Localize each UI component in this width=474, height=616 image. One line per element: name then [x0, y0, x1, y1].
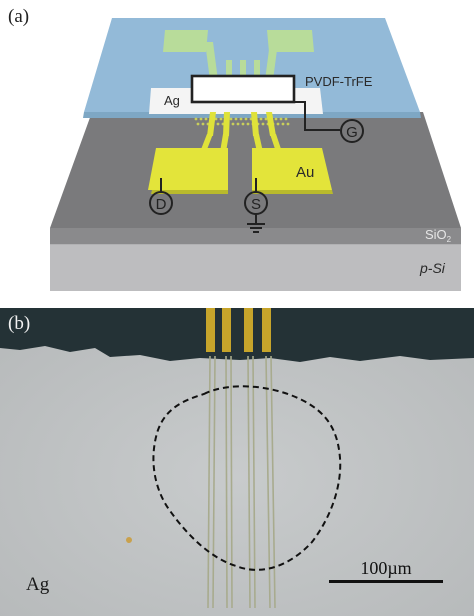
au-finger-1: [207, 112, 216, 136]
dashed-region-outline: [152, 385, 342, 571]
ground-symbol: [247, 214, 265, 233]
gate-wire: [294, 101, 340, 131]
device-schematic-panel: (a) PVDF-TrFE Ag Au G D S SiO2 p-Si: [0, 0, 474, 306]
pvdf-label: PVDF-TrFE: [305, 74, 373, 89]
scale-bar: [329, 580, 443, 583]
micrograph: (b) Ag 100µm: [0, 308, 474, 616]
au-strip-1: [206, 308, 215, 352]
au-lead-drain-2: [220, 134, 229, 152]
drain-terminal: [149, 191, 173, 215]
device-schematic: (a) PVDF-TrFE Ag Au G D S SiO2 p-Si: [8, 6, 461, 291]
au-finger-4: [266, 112, 276, 136]
ag-label: Ag: [164, 93, 180, 108]
scale-bar-label: 100µm: [360, 558, 411, 578]
surface-particle: [126, 537, 132, 543]
au-finger-3: [251, 112, 259, 136]
au-finger-2: [223, 112, 230, 136]
buried-electrode-lines: [207, 355, 276, 609]
sio2-front-face: [50, 228, 461, 244]
uncovered-region: [0, 308, 474, 362]
top-right-pad: [267, 30, 314, 52]
gate-terminal-label: G: [346, 124, 358, 141]
au-lead-drain-1: [200, 134, 213, 152]
au-lead-source-2: [270, 134, 282, 152]
au-strip-3: [244, 308, 253, 352]
micrograph-panel: (b) Ag 100µm: [0, 308, 474, 616]
gate-terminal: [340, 119, 364, 143]
substrate-front-face: [50, 244, 461, 291]
au-label: Au: [296, 164, 314, 181]
au-pad-source-edge: [252, 190, 333, 194]
panel-b-label: (b): [8, 313, 30, 334]
au-pad-source: [252, 148, 332, 190]
drain-terminal-label: D: [156, 196, 167, 213]
au-strip-4: [262, 308, 271, 352]
substrate-label: p-Si: [419, 260, 446, 276]
gate-frame: [190, 74, 296, 104]
au-pad-drain: [148, 148, 228, 190]
ag-region-label: Ag: [26, 574, 50, 595]
au-strip-2: [222, 308, 231, 352]
top-left-pad: [163, 30, 208, 52]
panel-a-label: (a): [8, 6, 29, 27]
au-lead-source-1: [253, 134, 263, 152]
source-terminal-label: S: [251, 196, 261, 213]
au-pad-drain-edge: [151, 190, 228, 194]
sio2-label: SiO2: [425, 227, 452, 244]
